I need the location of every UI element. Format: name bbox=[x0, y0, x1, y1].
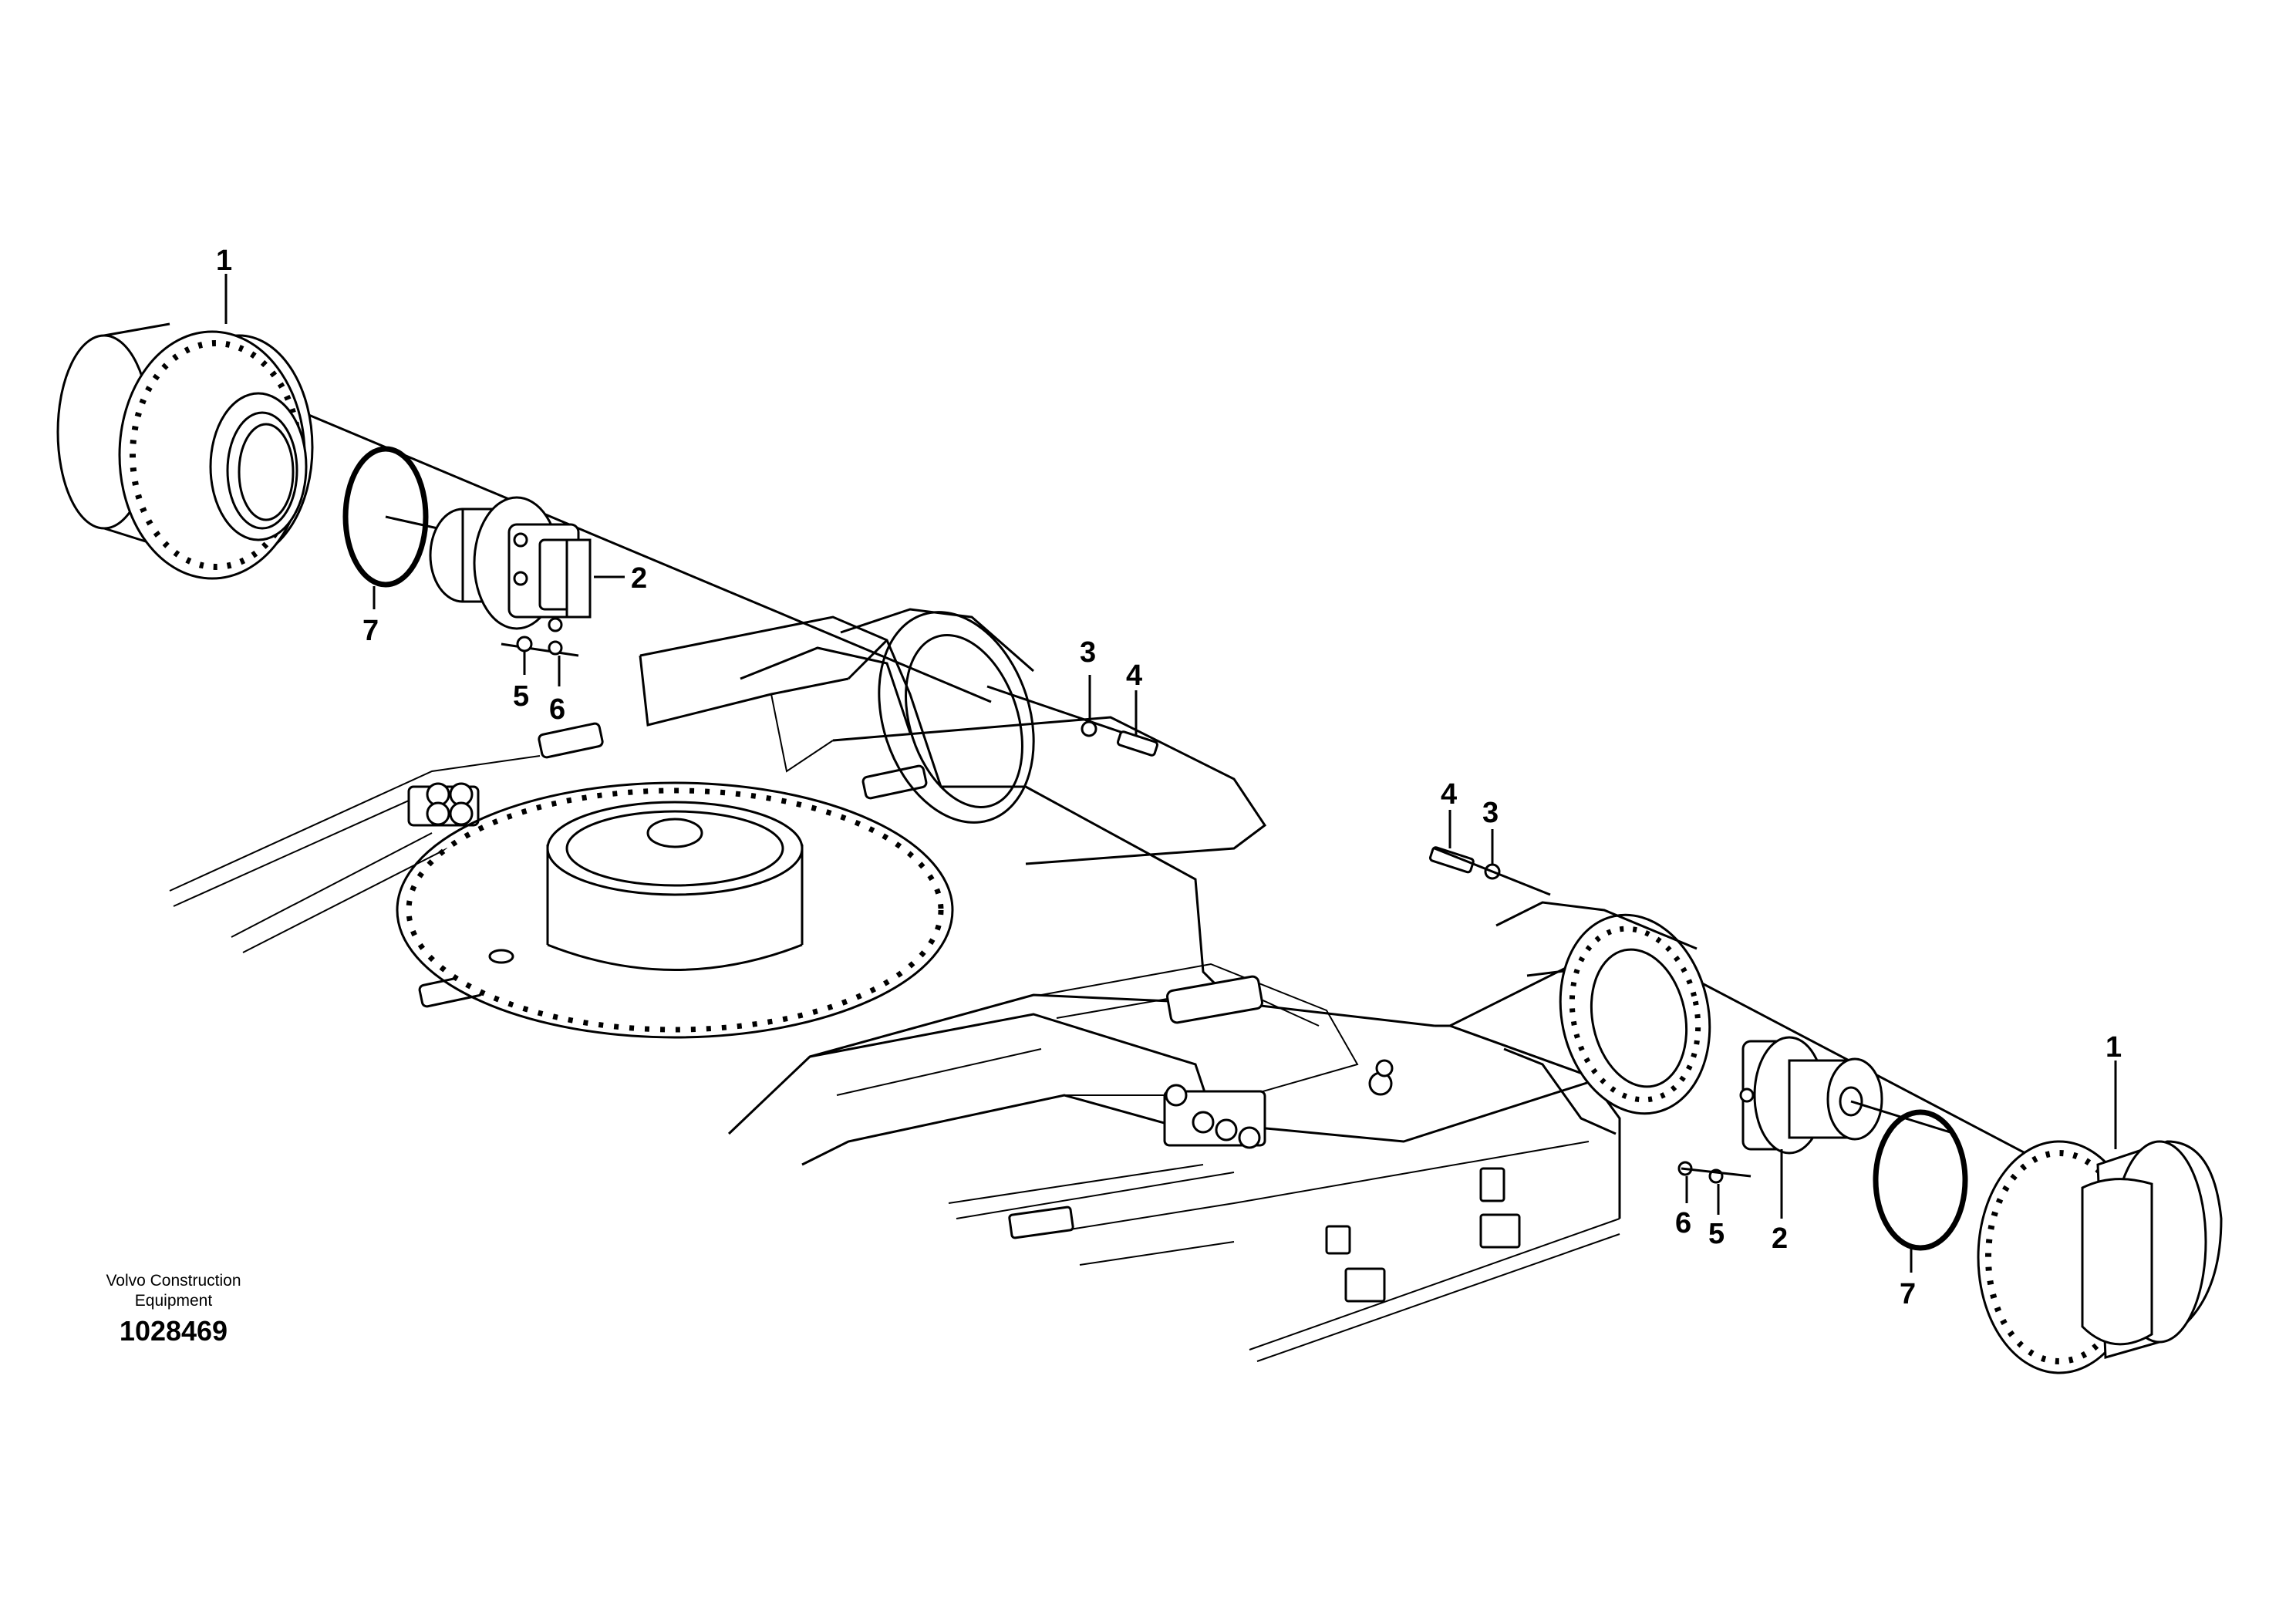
travel-motor-right bbox=[1739, 1036, 1883, 1155]
callout-2-left: 2 bbox=[631, 562, 647, 595]
brand-line-2: Equipment bbox=[134, 1292, 213, 1310]
right-final-drive-assembly bbox=[1428, 846, 2223, 1374]
callout-2-right: 2 bbox=[1772, 1222, 1788, 1255]
o-ring-left bbox=[342, 446, 429, 588]
callout-5-left: 5 bbox=[513, 680, 529, 713]
swing-ring bbox=[396, 781, 954, 1039]
callout-4-right: 4 bbox=[1441, 778, 1457, 811]
callouts: 1 7 2 5 6 3 4 4 3 1 6 5 2 7 bbox=[216, 244, 2122, 1310]
callout-6-left: 6 bbox=[549, 693, 565, 726]
undercarriage-frame bbox=[169, 608, 1636, 1362]
callout-1-right: 1 bbox=[2106, 1031, 2122, 1064]
left-final-drive-assembly bbox=[56, 322, 1159, 757]
callout-3-right: 3 bbox=[1482, 797, 1499, 829]
callout-3-left: 3 bbox=[1080, 636, 1096, 669]
callout-6-right: 6 bbox=[1675, 1207, 1691, 1239]
callout-1-left: 1 bbox=[216, 244, 232, 277]
callout-5-right: 5 bbox=[1708, 1218, 1725, 1250]
o-ring-right bbox=[1873, 1109, 1968, 1251]
callout-7-right: 7 bbox=[1900, 1278, 1916, 1310]
travel-motor-left bbox=[429, 496, 592, 632]
brand-line-1: Volvo Construction bbox=[106, 1272, 241, 1290]
frame-bolts-right bbox=[1163, 1059, 1394, 1149]
document-number: 1028469 bbox=[119, 1315, 228, 1347]
final-drive-hub-right bbox=[1977, 1140, 2223, 1374]
brand-caption: Volvo Construction Equipment bbox=[85, 1271, 262, 1311]
callout-4-left: 4 bbox=[1126, 659, 1142, 692]
callout-7-left: 7 bbox=[362, 615, 379, 647]
final-drive-hub-left bbox=[56, 322, 314, 580]
frame-bolts-left bbox=[407, 782, 480, 827]
